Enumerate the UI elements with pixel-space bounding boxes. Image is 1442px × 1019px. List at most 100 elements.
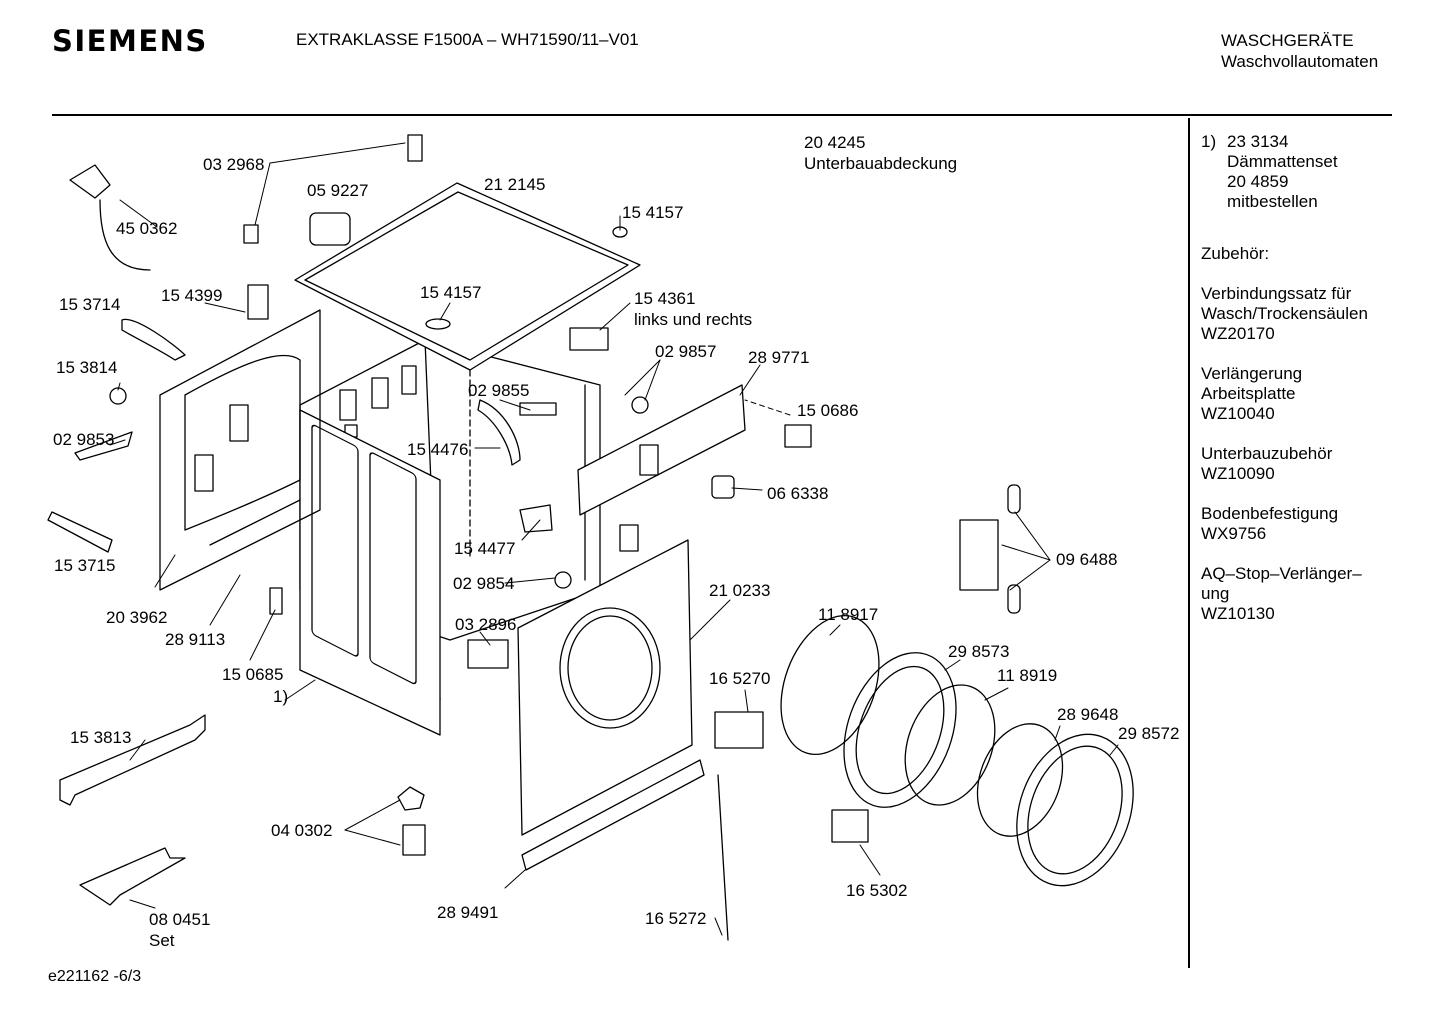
sidebar: 1) 23 3134 Dämmattenset 20 4859 mitbeste… <box>1201 132 1401 644</box>
svg-text:29 8572: 29 8572 <box>1118 724 1179 743</box>
part-label-154476: 15 4476 <box>407 440 468 459</box>
accessory-item: Verbindungssatz für Wasch/Trockensäulen … <box>1201 284 1401 344</box>
part-label-029857: 02 9857 <box>655 342 716 361</box>
part-label-032896: 03 2896 <box>455 615 516 634</box>
svg-text:45 0362: 45 0362 <box>116 219 177 238</box>
part-label-212145: 21 2145 <box>484 175 545 194</box>
part-label-032968: 03 2968 <box>203 155 264 174</box>
accessories-heading: Zubehör: <box>1201 244 1270 263</box>
part-label-029855: 02 9855 <box>468 381 529 400</box>
svg-text:02 9857: 02 9857 <box>655 342 716 361</box>
svg-text:28 9771: 28 9771 <box>748 348 809 367</box>
accessory-line: AQ–Stop–Verlänger– <box>1201 564 1362 583</box>
part-label-154399: 15 4399 <box>161 286 222 305</box>
small-parts <box>47 134 869 941</box>
svg-text:28 9113: 28 9113 <box>165 630 225 649</box>
footnote-text: 23 3134 Dämmattenset 20 4859 mitbestelle… <box>1227 132 1338 212</box>
sidebar-divider <box>1188 118 1190 968</box>
kickplate <box>521 759 705 871</box>
category-line-2: Waschvollautomaten <box>1221 52 1379 71</box>
part-label-154361: 15 4361 <box>634 289 695 308</box>
accessory-line: WZ10040 <box>1201 404 1275 423</box>
svg-text:06 6338: 06 6338 <box>767 484 828 503</box>
svg-text:links und rechts: links und rechts <box>634 310 752 329</box>
svg-text:28 9491: 28 9491 <box>437 903 498 922</box>
header-rule <box>52 114 1392 116</box>
accessory-item: Bodenbefestigung WX9756 <box>1201 504 1401 544</box>
drawing-code: e221162 -6/3 <box>48 968 142 985</box>
part-label-289771: 28 9771 <box>748 348 809 367</box>
svg-text:02 9854: 02 9854 <box>453 574 514 593</box>
part-label-029854: 02 9854 <box>453 574 514 593</box>
model-title: EXTRAKLASSE F1500A – WH71590/11–V01 <box>296 30 639 49</box>
svg-text:09 6488: 09 6488 <box>1056 550 1117 569</box>
svg-text:15 3814: 15 3814 <box>56 358 117 377</box>
accessory-line: Arbeitsplatte <box>1201 384 1296 403</box>
svg-text:20 3962: 20 3962 <box>106 608 167 627</box>
front-panel <box>517 539 693 836</box>
accessory-line: WZ10090 <box>1201 464 1275 483</box>
svg-text:28 9648: 28 9648 <box>1057 705 1118 724</box>
svg-text:15 3813: 15 3813 <box>70 728 131 747</box>
part-label-154361-desc: links und rechts <box>634 310 752 329</box>
accessory-line: WX9756 <box>1201 524 1267 543</box>
category-line-1: WASCHGERÄTE <box>1221 31 1354 50</box>
svg-text:15 4477: 15 4477 <box>454 539 515 558</box>
footnote-line: mitbestellen <box>1227 192 1318 211</box>
svg-text:15 0685: 15 0685 <box>222 665 283 684</box>
part-label-029853: 02 9853 <box>53 430 114 449</box>
part-label-165272: 16 5272 <box>645 909 706 928</box>
svg-text:15 3714: 15 3714 <box>59 295 120 314</box>
part-label-165302: 16 5302 <box>846 881 907 900</box>
accessory-line: ung <box>1201 584 1230 603</box>
accessory-line: Wasch/Trockensäulen <box>1201 304 1368 323</box>
transport-plate <box>79 847 186 906</box>
svg-text:21 0233: 21 0233 <box>709 581 770 600</box>
part-label-153813: 15 3813 <box>70 728 131 747</box>
part-labels: 45 0362 03 2968 05 9227 21 2145 15 4157 … <box>53 133 1179 950</box>
accessory-line: WZ20170 <box>1201 324 1275 343</box>
accessory-line: Verbindungssatz für <box>1201 284 1352 303</box>
part-label-289491: 28 9491 <box>437 903 498 922</box>
accessory-item: AQ–Stop–Verlänger– ung WZ10130 <box>1201 564 1401 624</box>
part-label-154157: 15 4157 <box>622 203 683 222</box>
svg-text:15 0686: 15 0686 <box>797 401 858 420</box>
part-label-289648: 28 9648 <box>1057 705 1118 724</box>
svg-text:03 2896: 03 2896 <box>455 615 516 634</box>
part-label-080451: 08 0451 <box>149 910 210 929</box>
footnote-line: 23 3134 <box>1227 132 1289 151</box>
part-label-150685: 15 0685 <box>222 665 283 684</box>
svg-text:15 4476: 15 4476 <box>407 440 468 459</box>
rear-panel <box>159 309 321 591</box>
part-label-118917: 11 8917 <box>818 605 878 624</box>
svg-text:1): 1) <box>273 687 288 706</box>
spanner <box>59 714 206 806</box>
svg-text:Set: Set <box>149 931 175 950</box>
part-label-153814: 15 3814 <box>56 358 117 377</box>
power-cord <box>69 164 151 271</box>
top-cover <box>294 182 641 371</box>
part-label-165270: 16 5270 <box>709 669 770 688</box>
part-label-450362: 45 0362 <box>116 219 177 238</box>
part-label-298573: 29 8573 <box>948 642 1009 661</box>
accessory-item: Verlängerung Arbeitsplatte WZ10040 <box>1201 364 1401 424</box>
brand-logo: SIEMENS <box>52 24 208 58</box>
part-label-040302: 04 0302 <box>271 821 332 840</box>
svg-text:05 9227: 05 9227 <box>307 181 368 200</box>
part-label-154477: 15 4477 <box>454 539 515 558</box>
svg-text:15 3715: 15 3715 <box>54 556 115 575</box>
svg-text:21 2145: 21 2145 <box>484 175 545 194</box>
svg-text:16 5272: 16 5272 <box>645 909 706 928</box>
footnote-line: Dämmattenset <box>1227 152 1338 171</box>
accessory-line: WZ10130 <box>1201 604 1275 623</box>
part-label-118919: 11 8919 <box>997 666 1057 685</box>
part-label-066338: 06 6338 <box>767 484 828 503</box>
part-label-204245: 20 4245 <box>804 133 865 152</box>
footnote: 1) 23 3134 Dämmattenset 20 4859 mitbeste… <box>1201 132 1401 212</box>
accessory-line: Unterbauzubehör <box>1201 444 1333 463</box>
part-label-096488: 09 6488 <box>1056 550 1117 569</box>
svg-text:11 8919: 11 8919 <box>997 666 1057 685</box>
part-label-210233: 21 0233 <box>709 581 770 600</box>
part-label-150686: 15 0686 <box>797 401 858 420</box>
control-bracket <box>577 384 746 516</box>
